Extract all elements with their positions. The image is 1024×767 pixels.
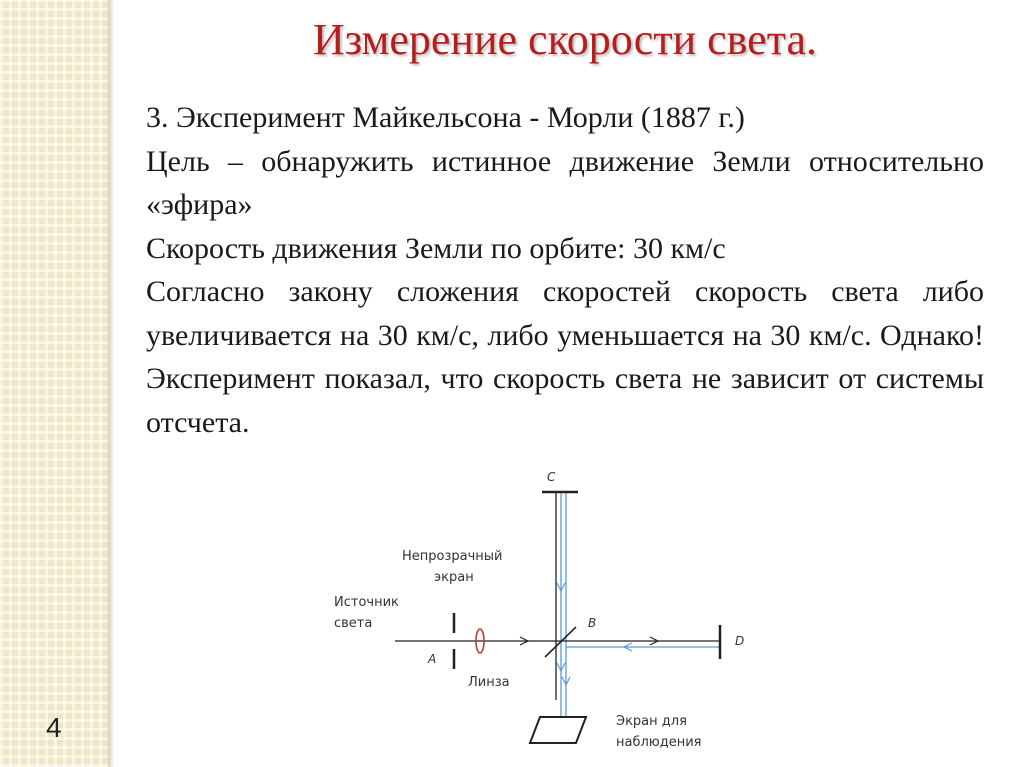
point-a-label: A xyxy=(427,652,436,666)
lens xyxy=(475,628,485,654)
beam-splitter-b xyxy=(544,626,577,658)
slide-title: Измерение скорости света. xyxy=(312,15,817,64)
slide-number: 4 xyxy=(46,712,62,743)
experiment-heading: 3. Эксперимент Майкельсона - Морли (1887… xyxy=(146,101,745,134)
beam-arrow-down xyxy=(561,676,571,687)
lens-label: Линза xyxy=(468,675,510,690)
observation-screen xyxy=(528,716,588,744)
observation-screen-label-line1: Экран для xyxy=(616,714,687,729)
experiment-explanation: Согласно закону сложения скоростей скоро… xyxy=(146,275,984,439)
experiment-goal: Цель – обнаружить истинное движение Земл… xyxy=(146,144,984,222)
opaque-screen-label-line1: Непрозрачный xyxy=(402,549,503,564)
side-strip-edge xyxy=(108,0,114,767)
michelson-interferometer-diagram: C B D A Непрозрачный экран Источник свет… xyxy=(334,470,744,750)
decorative-side-strip xyxy=(0,0,108,767)
opaque-screen-label-line2: экран xyxy=(434,570,474,585)
beam-arrow-right-2 xyxy=(649,636,660,646)
slide-body: 3. Эксперимент Майкельсона - Морли (1887… xyxy=(146,96,984,444)
point-b-label: B xyxy=(588,616,596,630)
point-d-label: D xyxy=(735,634,744,648)
source-label-line2: света xyxy=(334,616,372,631)
observation-screen-label-line2: наблюдения xyxy=(616,735,702,750)
beam-arrow-up xyxy=(556,582,566,593)
source-label-line1: Источник xyxy=(334,595,399,610)
beam-arrow-right-1 xyxy=(519,636,530,646)
earth-speed-text: Скорость движения Земли по орбите: 30 км… xyxy=(146,231,726,265)
point-c-label: C xyxy=(547,470,556,484)
beam-arrow-left xyxy=(622,642,633,652)
beam-arrow-down-lower xyxy=(556,662,566,673)
